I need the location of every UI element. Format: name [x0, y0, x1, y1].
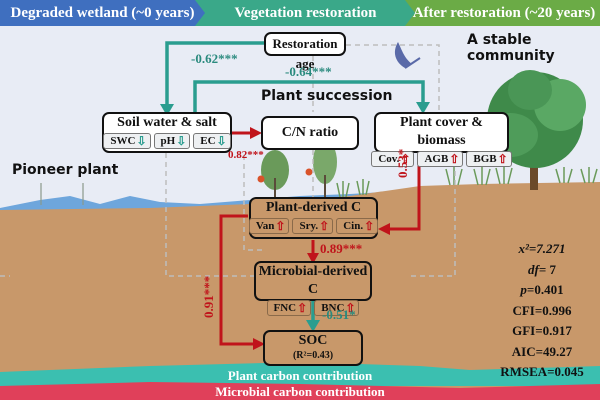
coef-restoration-soil: -0.62*** [191, 51, 238, 66]
banner-after-restoration: After restoration (~20 years) [400, 0, 600, 26]
coef-plant-derived-soc: 0.91*** [201, 275, 216, 318]
node-title: Microbial-derived C [258, 264, 368, 297]
node-title: C/N ratio [281, 125, 339, 140]
path-plant-cover-to-plant-derived [388, 153, 421, 231]
coef-soil-cn: 0.82*** [228, 149, 264, 161]
node-title: Plant-derived C [265, 200, 362, 215]
indicator-ph: pH⇩ [153, 133, 191, 149]
plant-carbon-band [0, 362, 600, 386]
indicator-label: Cin. [343, 220, 364, 232]
indicator-label: Sry. [299, 220, 319, 232]
down-arrow-icon: ⇩ [216, 134, 227, 148]
stat-df: df= 7 [492, 260, 592, 281]
indicator-cin: Cin.⇧ [336, 218, 379, 234]
indicator-ec: EC⇩ [193, 133, 231, 149]
up-arrow-icon: ⇧ [275, 219, 286, 233]
node-title: Soil water & salt [117, 115, 217, 130]
node-plant-cover-biomass: Plant cover & biomass Cov.⇧ AGB⇧ BGB⇧ [371, 112, 512, 167]
banner-degraded-wetland: Degraded wetland (~0 years) [0, 0, 205, 26]
indicator-bgb: BGB⇧ [466, 151, 512, 167]
up-arrow-icon: ⇧ [449, 152, 460, 166]
node-soc: SOC (R²=0.43) [263, 330, 363, 366]
up-arrow-icon: ⇧ [297, 301, 308, 315]
path-plant-derived-to-soc [219, 214, 255, 346]
indicator-label: pH [160, 135, 176, 147]
coef-plant-cover-plant-derived: 0.53* [395, 148, 410, 178]
indicator-label: Cov. [378, 153, 400, 165]
heron-icon [394, 42, 421, 69]
node-cn-ratio: C/N ratio [261, 116, 359, 150]
indicator-cov: Cov.⇧ [371, 151, 415, 167]
node-restoration-age: Restoration age [264, 32, 346, 71]
plant-carbon-contribution-label: Plant carbon contribution [227, 368, 373, 383]
indicator-label: EC [200, 135, 216, 147]
down-arrow-icon: ⇩ [176, 134, 187, 148]
indicator-van: Van⇧ [248, 218, 290, 234]
nonsignificant-paths [0, 44, 456, 277]
node-plant-derived-c: Plant-derived C Van⇧ Sry.⇧ Cin.⇧ [248, 197, 379, 239]
down-arrow-icon: ⇩ [136, 134, 147, 148]
indicator-label: BGB [473, 153, 497, 165]
stat-chi2: x²=7.271 [518, 241, 566, 256]
stat-p-label: p [520, 282, 527, 297]
indicator-agb: AGB⇧ [417, 151, 464, 167]
stat-df-label: df [527, 261, 539, 277]
stat-rmsea: RMSEA=0.045 [500, 364, 584, 379]
coef-soil-plant-cover: -0.64*** [285, 64, 332, 79]
up-arrow-icon: ⇧ [497, 152, 508, 166]
up-arrow-icon: ⇧ [319, 219, 330, 233]
model-fit-stats: x²=7.271 df= 7 p=0.401 CFI=0.996 GFI=0.9… [492, 239, 592, 383]
stat-p-value: =0.401 [526, 282, 564, 297]
indicator-label: FNC [273, 302, 297, 314]
indicator-sry: Sry.⇧ [292, 218, 334, 234]
stable-community-label: A stable community [467, 32, 555, 64]
path-restoration-to-soil [165, 41, 264, 106]
stat-p: p=0.401 [492, 280, 592, 301]
indicator-label: AGB [424, 153, 449, 165]
microbial-carbon-band [0, 382, 600, 400]
up-arrow-icon: ⇧ [364, 219, 375, 233]
stat-df-value: = 7 [538, 261, 556, 277]
banner-vegetation-restoration: Vegetation restoration [190, 0, 415, 26]
pioneer-plant-icon [40, 183, 84, 205]
plant-succession-label: Plant succession [261, 88, 393, 104]
up-arrow-icon: ⇧ [345, 301, 356, 315]
up-arrow-icon: ⇧ [400, 152, 411, 166]
stat-cfi: CFI=0.996 [512, 302, 572, 318]
indicator-label: SWC [110, 135, 136, 147]
coef-plant-derived-microbial: 0.89*** [320, 241, 363, 256]
pioneer-plant-label: Pioneer plant [12, 162, 119, 178]
indicator-label: Van [255, 220, 275, 232]
indicator-swc: SWC⇩ [103, 133, 151, 149]
node-title: Restoration age [272, 36, 338, 71]
node-title: Plant cover & biomass [400, 115, 483, 148]
stat-aic: AIC=49.27 [511, 343, 573, 359]
grass-icon [336, 166, 598, 198]
indicator-label: BNC [321, 302, 345, 314]
flower-icon [257, 168, 313, 183]
shrub-icon [261, 140, 337, 202]
indicator-fnc: FNC⇧ [266, 300, 312, 316]
indicator-bnc: BNC⇧ [314, 300, 360, 316]
r-squared: (R²=0.43) [292, 350, 334, 361]
microbial-carbon-contribution-label: Microbial carbon contribution [215, 384, 385, 399]
node-title: SOC [298, 333, 328, 348]
node-soil-water-salt: Soil water & salt SWC⇩ pH⇩ EC⇩ [102, 112, 232, 153]
stat-gfi: GFI=0.917 [512, 323, 572, 338]
node-microbial-derived-c: Microbial-derived C FNC⇧ BNC⇧ [254, 261, 372, 316]
coef-microbial-soc: -0.51* [322, 307, 356, 322]
path-soil-to-plant-cover [193, 80, 425, 112]
